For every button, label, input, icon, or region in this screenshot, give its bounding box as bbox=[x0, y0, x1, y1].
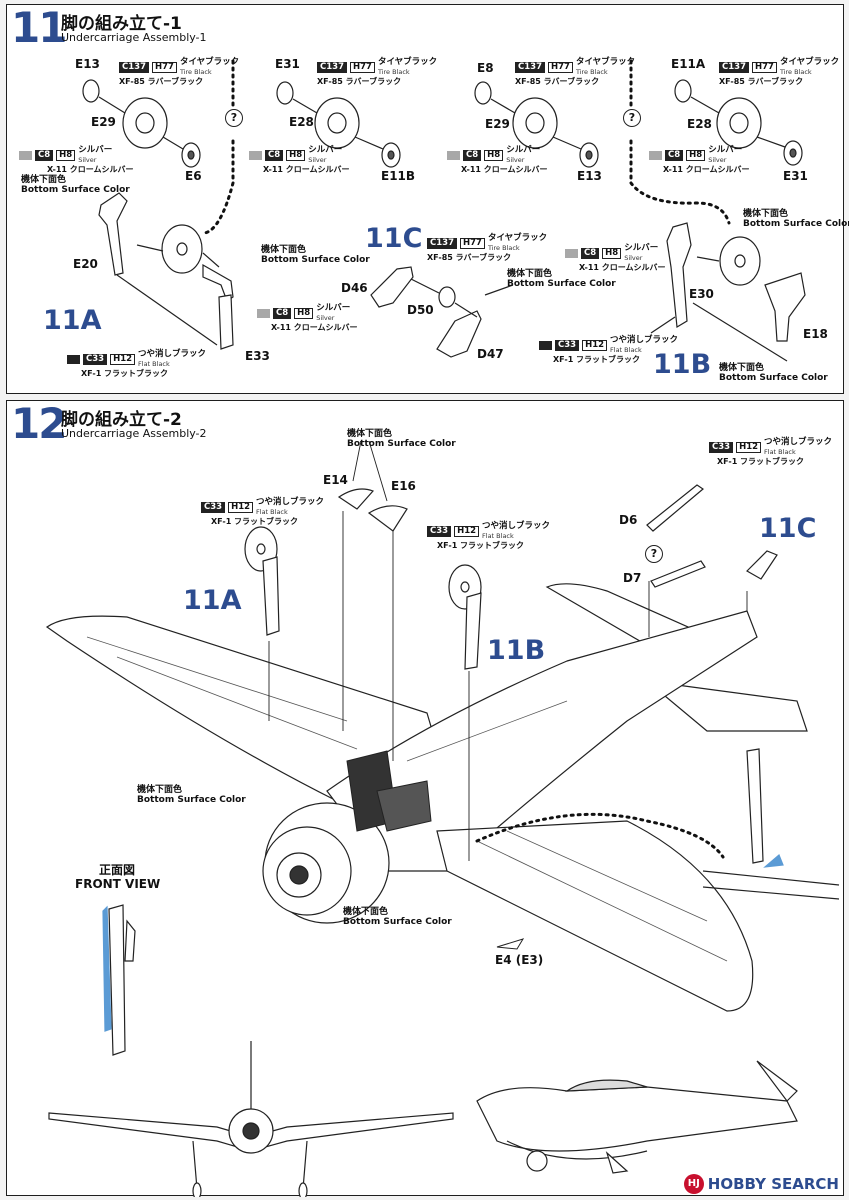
part-label-d6: D6 bbox=[619, 513, 638, 527]
part-label-d7: D7 bbox=[623, 571, 642, 585]
part-label-e20: E20 bbox=[73, 257, 98, 271]
part-label-e14: E14 bbox=[323, 473, 348, 487]
part-label-e28: E28 bbox=[289, 115, 314, 129]
part-label-e31-b: E31 bbox=[783, 169, 808, 183]
part-label-e28-b: E28 bbox=[687, 117, 712, 131]
hobby-search-logo-icon: HJ bbox=[683, 1174, 704, 1194]
part-label-e29: E29 bbox=[91, 115, 116, 129]
part-label-e16: E16 bbox=[391, 479, 416, 493]
step-11-drawing bbox=[82, 59, 806, 362]
step-12-drawing bbox=[45, 440, 840, 1197]
step-11-panel: 11 脚の組み立て-1 Undercarriage Assembly-1 bbox=[6, 3, 849, 394]
question-mark-icon: ? bbox=[225, 109, 243, 127]
subassembly-11c-label: 11C bbox=[365, 223, 423, 254]
hobby-search-watermark: HJ HOBBY SEARCH bbox=[683, 1174, 839, 1194]
part-label-e30: E30 bbox=[689, 287, 714, 301]
step-12-title-jp: 脚の組み立て-2 bbox=[61, 410, 182, 430]
subassembly-11a-label: 11A bbox=[43, 305, 102, 336]
question-mark-icon: ? bbox=[623, 109, 641, 127]
part-label-e29-b: E29 bbox=[485, 117, 510, 131]
subassembly-11b-label: 11B bbox=[653, 349, 712, 380]
part-label-e13-b: E13 bbox=[577, 169, 602, 183]
part-label-d50: D50 bbox=[407, 303, 434, 317]
subassembly-11b-label: 11B bbox=[487, 635, 546, 666]
part-label-e8: E8 bbox=[477, 61, 494, 75]
subassembly-11c-label: 11C bbox=[759, 513, 817, 544]
front-view-label-en: FRONT VIEW bbox=[75, 877, 161, 891]
part-label-e33: E33 bbox=[245, 349, 270, 363]
part-label-e18: E18 bbox=[803, 327, 828, 341]
part-label-e11a: E11A bbox=[671, 57, 706, 71]
part-label-d46: D46 bbox=[341, 281, 368, 295]
hobby-search-text: HOBBY SEARCH bbox=[707, 1175, 839, 1193]
step-12-title-en: Undercarriage Assembly-2 bbox=[61, 427, 207, 440]
question-mark-icon: ? bbox=[645, 545, 663, 563]
part-label-e4-e3: E4 (E3) bbox=[495, 953, 544, 967]
part-label-e13: E13 bbox=[75, 57, 100, 71]
part-label-e6: E6 bbox=[185, 169, 202, 183]
front-view-label-jp: 正面図 bbox=[99, 863, 136, 877]
subassembly-11a-label: 11A bbox=[183, 585, 242, 616]
step-12-number: 12 bbox=[11, 399, 67, 448]
step-12-panel: 12 脚の組み立て-2 Undercarriage Assembly-2 bbox=[6, 399, 844, 1197]
step-11-number: 11 bbox=[11, 3, 67, 52]
part-label-d47: D47 bbox=[477, 347, 504, 361]
part-label-e11b: E11B bbox=[381, 169, 416, 183]
step-11-title-en: Undercarriage Assembly-1 bbox=[61, 31, 207, 44]
part-label-e31: E31 bbox=[275, 57, 300, 71]
step-11-title-jp: 脚の組み立て-1 bbox=[61, 14, 182, 34]
